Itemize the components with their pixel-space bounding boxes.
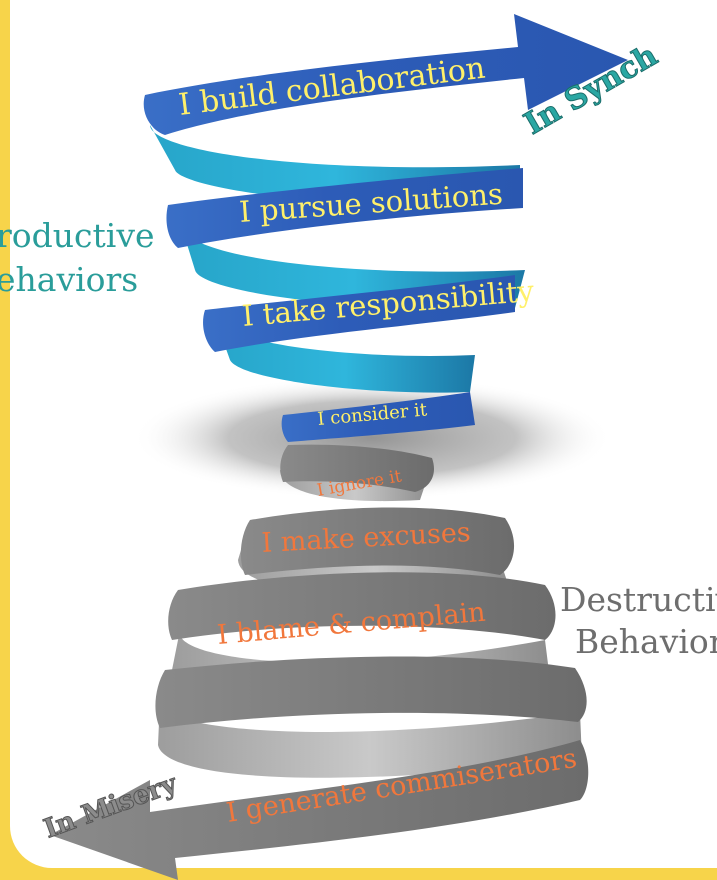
gray-band-2	[240, 507, 515, 575]
gray-band-3	[168, 572, 556, 640]
blue-back-curl-3	[215, 318, 475, 393]
blue-band-3	[203, 275, 515, 352]
band-text-build-collaboration: I build collaboration	[177, 51, 487, 123]
destructive-behaviors-line1: Destructiv	[560, 580, 717, 619]
gray-band-1	[280, 444, 435, 492]
destructive-behaviors-line2: Behaviors	[575, 622, 717, 661]
gray-band-4	[155, 656, 587, 728]
blue-band-2	[166, 168, 523, 248]
productive-behaviors-line2: ehaviors	[0, 260, 139, 299]
blue-band-1	[143, 14, 629, 135]
productive-behaviors-line1: roductive	[0, 216, 155, 255]
gray-back-curl-4	[158, 700, 582, 778]
gray-band-5	[50, 740, 589, 880]
blue-band-4	[281, 392, 475, 442]
transition-shadow	[132, 376, 612, 500]
